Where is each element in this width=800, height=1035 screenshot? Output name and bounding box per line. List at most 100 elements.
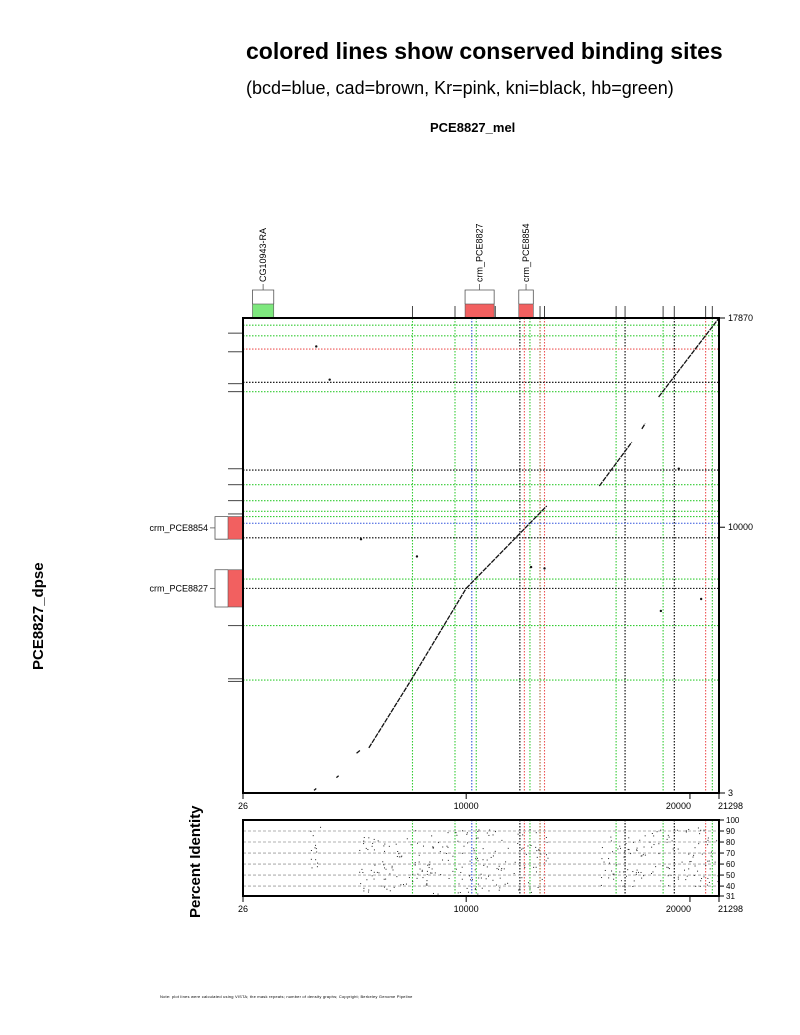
- identity-dot: [653, 835, 655, 837]
- identity-dot: [653, 844, 655, 846]
- identity-y-tick-label: 31: [726, 892, 735, 901]
- identity-dot: [613, 873, 615, 875]
- y-feature-box: [227, 569, 244, 608]
- identity-dot: [437, 842, 439, 844]
- identity-dot: [620, 880, 622, 882]
- identity-dot: [640, 855, 642, 857]
- identity-dot: [463, 845, 465, 847]
- identity-dot: [535, 832, 537, 834]
- identity-dot: [547, 857, 549, 859]
- identity-dot: [425, 884, 427, 886]
- identity-dot: [535, 866, 537, 868]
- identity-dot: [610, 836, 612, 838]
- x-feature-bracket: [518, 289, 534, 304]
- x-feature-label: crm_PCE8854: [521, 223, 531, 282]
- identity-dot: [459, 892, 461, 894]
- identity-dot: [674, 828, 676, 830]
- identity-dot: [694, 847, 696, 849]
- identity-dot: [412, 881, 414, 883]
- identity-dot: [383, 886, 385, 888]
- identity-dot: [685, 879, 687, 881]
- x-feature-label: CG10943-RA: [258, 228, 268, 282]
- identity-dot: [707, 860, 709, 862]
- identity-dot: [314, 847, 316, 849]
- identity-dot: [627, 869, 629, 871]
- x-tick-label: 20000: [666, 801, 691, 811]
- identity-dot: [377, 840, 379, 842]
- identity-dot: [422, 845, 424, 847]
- identity-dot: [359, 849, 361, 851]
- identity-dot: [320, 826, 322, 828]
- identity-dot: [697, 827, 699, 829]
- x-feature-box: [518, 303, 534, 319]
- identity-dot: [705, 864, 707, 866]
- identity-dot: [371, 875, 373, 877]
- identity-dot: [458, 883, 460, 885]
- identity-dot: [612, 851, 614, 853]
- identity-dot: [525, 853, 527, 855]
- x-tick-label: 10000: [454, 801, 479, 811]
- identity-dot: [693, 874, 695, 876]
- identity-dot: [482, 859, 484, 861]
- identity-dot: [632, 885, 634, 887]
- identity-dot: [698, 843, 700, 845]
- alignment-dot: [543, 567, 546, 570]
- identity-dot: [699, 885, 701, 887]
- identity-y-tick-label: 50: [726, 871, 735, 880]
- identity-dot: [312, 835, 314, 837]
- identity-dot: [694, 865, 696, 867]
- identity-dot: [473, 848, 475, 850]
- identity-dot: [685, 831, 687, 833]
- identity-dot: [608, 858, 610, 860]
- identity-dot: [426, 883, 428, 885]
- identity-x-tick-label: 21298: [718, 904, 743, 914]
- identity-dot: [361, 868, 363, 870]
- identity-dot: [395, 843, 397, 845]
- identity-dot: [535, 871, 537, 873]
- identity-dot: [703, 876, 705, 878]
- identity-dot: [717, 881, 719, 883]
- identity-dot: [480, 877, 482, 879]
- identity-dot: [637, 871, 639, 873]
- identity-dot: [397, 850, 399, 852]
- identity-dot: [408, 877, 410, 879]
- identity-dot: [540, 853, 542, 855]
- identity-dot: [461, 852, 463, 854]
- identity-dot: [431, 872, 433, 874]
- identity-dot: [635, 874, 637, 876]
- identity-dot: [517, 833, 519, 835]
- x-tick-label: 26: [238, 801, 248, 811]
- identity-dot: [708, 881, 710, 883]
- y-feature-bracket: [214, 569, 228, 608]
- x-feature-label: crm_PCE8827: [475, 223, 485, 282]
- identity-dot: [401, 855, 403, 857]
- identity-dot: [666, 866, 668, 868]
- identity-dot: [681, 861, 683, 863]
- identity-y-tick-label: 40: [726, 882, 735, 891]
- identity-dot: [383, 864, 385, 866]
- identity-dot: [495, 831, 497, 833]
- identity-dot: [685, 830, 687, 832]
- identity-dot: [498, 865, 500, 867]
- alignment-segment: [313, 788, 317, 791]
- identity-dot: [367, 891, 369, 893]
- identity-dot: [468, 875, 470, 877]
- identity-dot: [498, 889, 500, 891]
- x-feature-bracket: [252, 289, 275, 304]
- identity-dot: [310, 830, 312, 832]
- identity-dot: [608, 862, 610, 864]
- identity-dot: [619, 871, 621, 873]
- identity-dot: [699, 833, 701, 835]
- identity-dot: [492, 834, 494, 836]
- identity-dot: [446, 852, 448, 854]
- identity-dot: [485, 878, 487, 880]
- identity-dot: [315, 844, 317, 846]
- identity-dot: [392, 869, 394, 871]
- identity-dot: [429, 861, 431, 863]
- identity-dot: [432, 847, 434, 849]
- identity-dot: [612, 873, 614, 875]
- identity-dot: [457, 892, 459, 894]
- identity-dot: [686, 875, 688, 877]
- identity-dot: [446, 845, 448, 847]
- identity-dot: [707, 837, 709, 839]
